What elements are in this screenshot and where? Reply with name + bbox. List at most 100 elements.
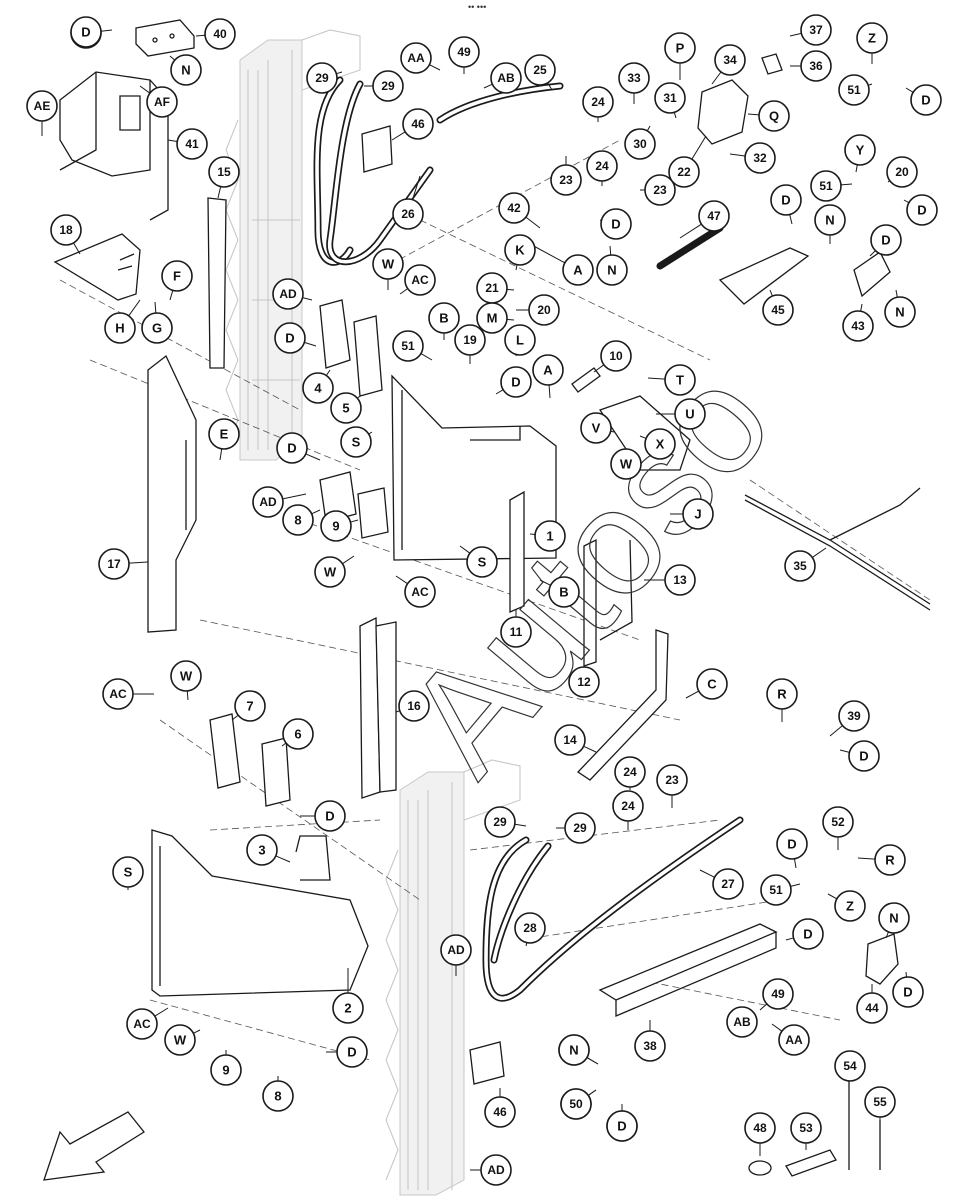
callout-30-26: 30: [624, 125, 656, 160]
callout-e-12: E: [208, 418, 240, 461]
callout-29-111: 29: [556, 812, 596, 844]
callout-label: 4: [314, 381, 322, 396]
leader-line: [789, 32, 802, 37]
callout-label: 55: [873, 1095, 887, 1109]
callout-label: D: [859, 749, 868, 764]
callout-circle: [610, 448, 642, 480]
callout-label: D: [881, 233, 890, 248]
callout-label: 46: [411, 117, 425, 131]
callout-circle: [112, 856, 144, 888]
callout-label: R: [885, 853, 895, 868]
callout-circle: [644, 174, 676, 206]
callout-r-124: R: [766, 678, 798, 722]
callout-circle: [606, 1110, 638, 1142]
leader-line: [281, 742, 287, 747]
leader-line: [903, 199, 910, 204]
callout-circle: [874, 844, 906, 876]
callout-label: 32: [753, 151, 767, 165]
callout-circle: [170, 660, 202, 692]
callout-circle: [314, 800, 346, 832]
callout-34-31: 34: [711, 44, 746, 85]
callout-label: K: [515, 243, 525, 258]
callout-label: 25: [533, 63, 547, 77]
callout-label: 46: [493, 1105, 507, 1119]
callout-label: 29: [381, 79, 395, 93]
callout-circle: [800, 50, 832, 82]
part-43-bracket: [853, 251, 891, 298]
callout-24-114: 24: [614, 756, 646, 790]
callout-g-10: G: [141, 301, 173, 344]
callout-d-47: D: [869, 224, 902, 257]
callout-circle: [476, 302, 508, 334]
leader-line: [495, 389, 504, 395]
callout-ae-3: AE: [26, 90, 58, 136]
callout-20-57: 20: [516, 294, 560, 326]
callout-circle: [614, 756, 646, 788]
callout-label: 16: [407, 699, 421, 713]
leader-line: [855, 164, 858, 173]
callout-circle: [402, 108, 434, 140]
callout-circle: [170, 54, 202, 86]
leader-line: [905, 87, 914, 93]
leader-line: [609, 245, 612, 256]
callout-label: 24: [595, 159, 609, 173]
leader-line: [869, 250, 876, 257]
callout-circle: [306, 62, 338, 94]
callout-label: AF: [154, 95, 170, 109]
callout-31-25: 31: [654, 82, 686, 119]
callout-circle: [141, 312, 173, 344]
leader-line: [539, 579, 551, 586]
leader-line: [302, 297, 313, 301]
callout-label: 30: [633, 137, 647, 151]
callout-27-115: 27: [699, 868, 744, 900]
callout-circle: [822, 806, 854, 838]
leader-line: [789, 214, 793, 225]
callout-label: AC: [133, 1017, 151, 1031]
callout-50-141: 50: [560, 1088, 597, 1120]
callout-circle: [528, 294, 560, 326]
callout-label: W: [174, 1033, 187, 1048]
callout-label: AE: [34, 99, 51, 113]
callout-circle: [892, 976, 924, 1008]
callout-circle: [856, 22, 888, 54]
callout-circle: [504, 324, 536, 356]
callout-d-106: D: [326, 1036, 368, 1068]
leader-line: [793, 858, 797, 869]
callout-label: W: [620, 457, 633, 472]
part-48-53: [748, 1149, 837, 1177]
part-4-5-brackets: [319, 299, 383, 397]
callout-51-65: 51: [392, 330, 433, 362]
callout-label: 43: [851, 319, 865, 333]
callout-label: D: [285, 331, 294, 346]
callout-circle: [800, 14, 832, 46]
callout-circle: [838, 700, 870, 732]
callout-circle: [814, 204, 846, 236]
callout-circle: [696, 668, 728, 700]
callout-label: 23: [665, 773, 679, 787]
callout-label: 29: [573, 821, 587, 835]
leader-line: [154, 1007, 169, 1017]
callout-circle: [320, 510, 352, 542]
leader-line: [673, 112, 677, 119]
callout-a-52: A: [529, 243, 594, 286]
callout-label: 12: [577, 675, 591, 689]
callout-circle: [204, 18, 236, 50]
callout-label: 20: [537, 303, 551, 317]
callout-1-84: 1: [529, 520, 566, 552]
leader-line: [420, 353, 433, 361]
callout-label: 23: [559, 173, 573, 187]
callout-circle: [332, 992, 364, 1024]
callout-label: 54: [843, 1059, 857, 1073]
callout-circle: [164, 1024, 196, 1056]
callout-circle: [554, 724, 586, 756]
callout-circle: [586, 150, 618, 182]
callout-label: 42: [507, 201, 521, 215]
callout-label: 23: [653, 183, 667, 197]
part-38-channel: [598, 923, 778, 1017]
callout-circle: [532, 354, 564, 386]
leader-line: [812, 547, 827, 558]
callout-ad-109: AD: [470, 1154, 512, 1186]
callout-25-21: 25: [524, 54, 556, 91]
callout-label: Y: [856, 143, 865, 158]
callout-51-130: 51: [760, 874, 801, 906]
